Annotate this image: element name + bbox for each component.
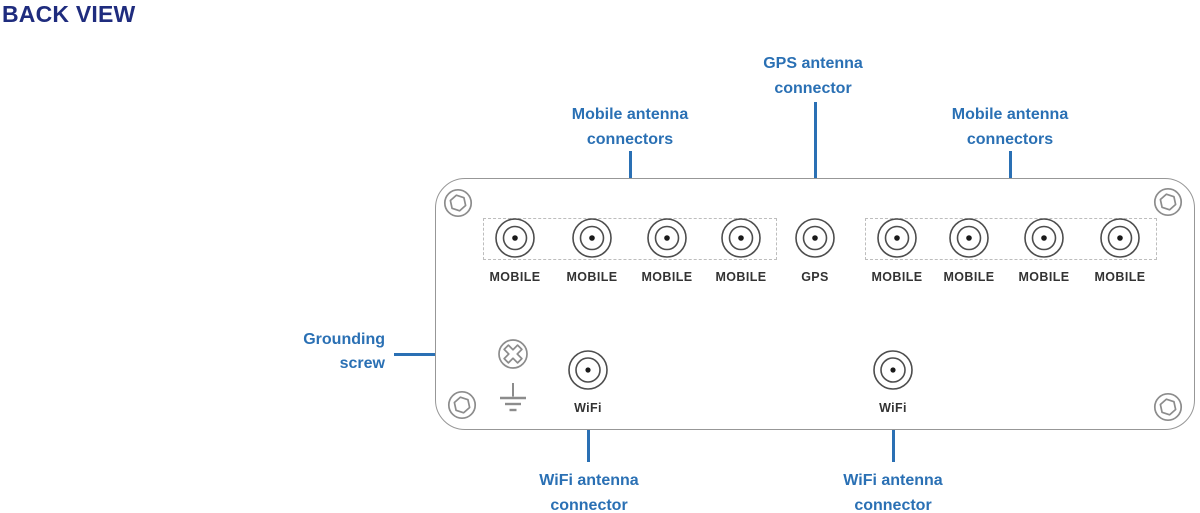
port-label-mobile: MOBILE — [1094, 270, 1146, 284]
callout-label-wifi-right-line2: connector — [854, 497, 932, 513]
callout-label-wifi-left-line1: WiFi antenna — [539, 472, 639, 489]
callout-label-wifi-right-line1: WiFi antenna — [843, 472, 943, 489]
gps-antenna-connector-icon — [793, 216, 837, 260]
callout-label-mobile-right-line1: Mobile antenna — [951, 106, 1069, 123]
mobile-connectors-group-left — [483, 218, 777, 260]
hex-screw-icon — [1153, 187, 1183, 217]
port-label-mobile: MOBILE — [641, 270, 693, 284]
page-title: BACK VIEW — [2, 1, 136, 27]
callout-label-wifi-right: WiFi antenna connector — [843, 468, 942, 513]
grounding-screw-icon — [497, 338, 529, 370]
mobile-connectors-group-right — [865, 218, 1157, 260]
ground-symbol-icon — [499, 383, 527, 412]
mobile-antenna-connector-icon — [570, 216, 614, 260]
mobile-antenna-connector-icon — [947, 216, 991, 260]
port-label-wifi: WiFi — [879, 401, 907, 415]
callout-label-grounding: Grounding screw — [245, 328, 385, 376]
mobile-antenna-connector-icon — [875, 216, 919, 260]
mobile-antenna-connector-icon — [645, 216, 689, 260]
mobile-antenna-connector-icon — [1098, 216, 1142, 260]
port-label-mobile: MOBILE — [871, 270, 923, 284]
port-label-mobile: MOBILE — [1018, 270, 1070, 284]
port-label-mobile: MOBILE — [715, 270, 767, 284]
port-label-mobile: MOBILE — [489, 270, 541, 284]
wifi-antenna-connector-icon — [566, 348, 610, 392]
port-label-gps: GPS — [801, 270, 829, 284]
callout-label-grounding-line1: Grounding — [303, 331, 385, 348]
hex-screw-icon — [447, 390, 477, 420]
callout-label-gps-line2: connector — [774, 80, 852, 97]
callout-label-mobile-right-line2: connectors — [966, 131, 1054, 148]
port-label-mobile: MOBILE — [943, 270, 995, 284]
callout-label-mobile-left: Mobile antenna connectors — [572, 102, 688, 152]
callout-label-wifi-left-line2: connector — [550, 497, 628, 513]
callout-label-wifi-left: WiFi antenna connector — [539, 468, 638, 513]
port-label-mobile: MOBILE — [566, 270, 618, 284]
hex-screw-icon — [1153, 392, 1183, 422]
callout-label-mobile-left-line2: connectors — [586, 131, 674, 148]
callout-label-gps: GPS antenna connector — [763, 51, 863, 101]
callout-label-mobile-left-line1: Mobile antenna — [571, 106, 689, 123]
callout-label-mobile-right: Mobile antenna connectors — [952, 102, 1068, 152]
wifi-antenna-connector-icon — [871, 348, 915, 392]
port-label-wifi: WiFi — [574, 401, 602, 415]
mobile-antenna-connector-icon — [719, 216, 763, 260]
callout-label-grounding-line2: screw — [339, 355, 385, 372]
callout-line-gps — [814, 102, 817, 239]
device-outline — [435, 178, 1195, 430]
mobile-antenna-connector-icon — [493, 216, 537, 260]
hex-screw-icon — [443, 188, 473, 218]
mobile-antenna-connector-icon — [1022, 216, 1066, 260]
callout-label-gps-line1: GPS antenna — [763, 55, 863, 72]
